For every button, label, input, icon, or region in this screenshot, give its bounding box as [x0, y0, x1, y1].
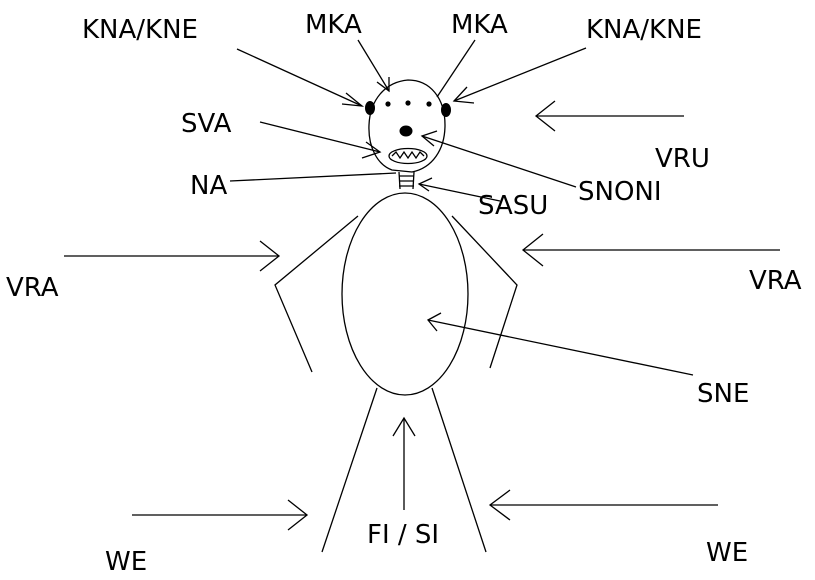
mouth	[389, 149, 427, 164]
label-fi-si: FI / SI	[367, 520, 439, 550]
label-kna-kne-right: KNA/KNE	[586, 15, 702, 45]
label-kna-kne-left: KNA/KNE	[82, 15, 198, 45]
label-na: NA	[190, 171, 227, 201]
torso	[342, 193, 468, 395]
neck	[399, 172, 414, 189]
label-sne: SNE	[697, 379, 749, 409]
left-arm	[275, 216, 358, 372]
nose	[400, 126, 413, 137]
pointer-lines	[64, 40, 780, 530]
right-eye	[426, 101, 431, 106]
label-vra-left: VRA	[6, 273, 59, 303]
center-eye	[405, 100, 410, 105]
right-ear	[441, 103, 451, 117]
left-eye	[385, 101, 390, 106]
stick-figure	[275, 80, 517, 552]
label-snoni: SNONI	[578, 177, 662, 207]
teeth	[392, 152, 424, 158]
label-we-right: WE	[706, 538, 748, 568]
label-sva: SVA	[181, 109, 232, 139]
label-vru: VRU	[655, 144, 710, 174]
right-leg	[432, 388, 486, 552]
right-arm	[452, 216, 517, 368]
left-ear	[365, 101, 375, 115]
label-mka-left: MKA	[305, 10, 362, 40]
label-sasu: SASU	[478, 191, 548, 221]
label-mka-right: MKA	[451, 10, 508, 40]
label-vra-right: VRA	[749, 266, 802, 296]
label-we-left: WE	[105, 547, 147, 577]
